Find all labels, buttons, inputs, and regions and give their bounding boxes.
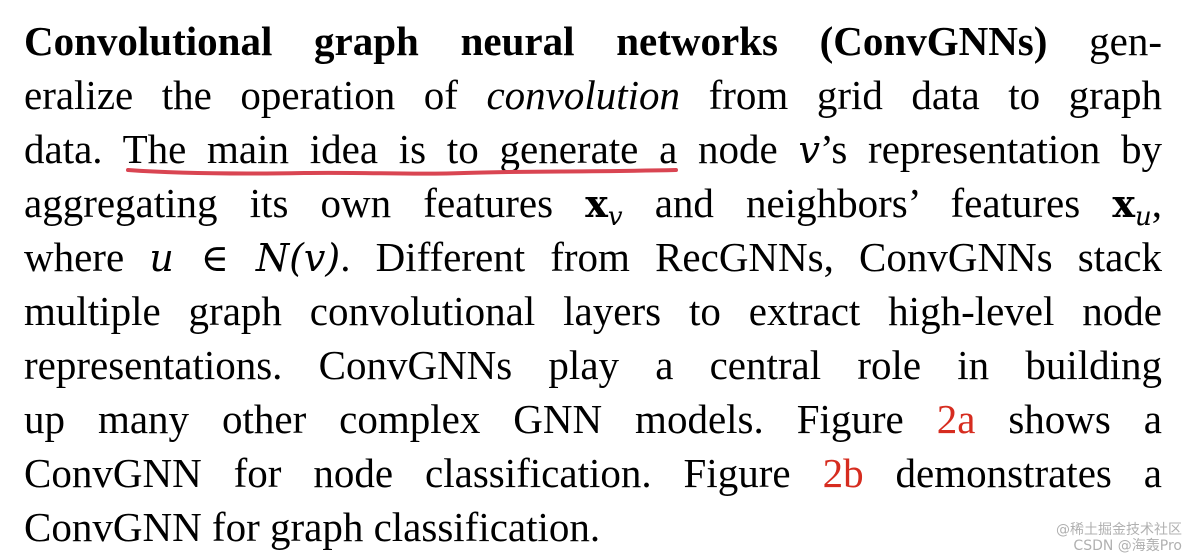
text-line-9: ConvGNN for node classification. Figure … — [24, 446, 1162, 500]
text-span: gen- — [1089, 18, 1162, 64]
text-line-5: where u ∈ N(v). Different from RecGNNs, … — [24, 230, 1162, 285]
figure-ref-2a[interactable]: 2a — [936, 396, 976, 442]
figure-ref-2b[interactable]: 2b — [822, 450, 864, 496]
watermark-line-1: @稀土掘金技术社区 — [1056, 522, 1182, 538]
text-span: . Different from RecGNNs, ConvGNNs stack — [340, 234, 1162, 280]
watermark: @稀土掘金技术社区 CSDN @海轰Pro — [1056, 522, 1182, 554]
text-span: shows a — [1008, 396, 1163, 442]
text-line-1: Convolutional graph neural networks (Con… — [24, 14, 1162, 68]
watermark-line-2: CSDN @海轰Pro — [1073, 538, 1182, 554]
text-line-2: eralize the operation of convolution fro… — [24, 68, 1162, 122]
text-line-4: aggregating its own features xv and neig… — [24, 176, 1162, 231]
text-span: ’s representation by — [819, 126, 1163, 172]
text-span: aggregating its own features — [24, 180, 554, 226]
text-line-3: data. The main idea is to generate a nod… — [24, 122, 1162, 177]
text-line-8: up many other complex GNN models. Figure… — [24, 392, 1162, 446]
text-span: where — [24, 234, 125, 280]
underlined-phrase: The main idea is to generate a — [122, 126, 678, 172]
term-convgnns: Convolutional graph neural networks (Con… — [24, 18, 1048, 64]
handwritten-underline-annotation — [126, 168, 678, 176]
text-line-10: ConvGNN for graph classification. — [24, 504, 601, 550]
text-line-6: multiple graph convolutional layers to e… — [24, 288, 1162, 334]
text-span: and neighbors’ features — [654, 180, 1081, 226]
math-u-in-nv: u ∈ N(v) — [149, 236, 341, 280]
math-xv: xv — [585, 181, 623, 232]
math-v: v — [798, 128, 820, 172]
text-span: ConvGNN for node classification. Figure — [24, 450, 791, 496]
emphasis-convolution: convolution — [486, 72, 681, 118]
text-span: demonstrates a — [895, 450, 1162, 496]
text-span: data. — [24, 126, 103, 172]
math-xu: xu, — [1112, 180, 1163, 232]
text-span: from grid data to graph — [708, 72, 1163, 118]
text-span: node — [698, 126, 778, 172]
text-line-7: representations. ConvGNNs play a central… — [24, 342, 1162, 388]
text-span: eralize the operation of — [24, 72, 458, 118]
text-span: up many other complex GNN models. Figure — [24, 396, 904, 442]
